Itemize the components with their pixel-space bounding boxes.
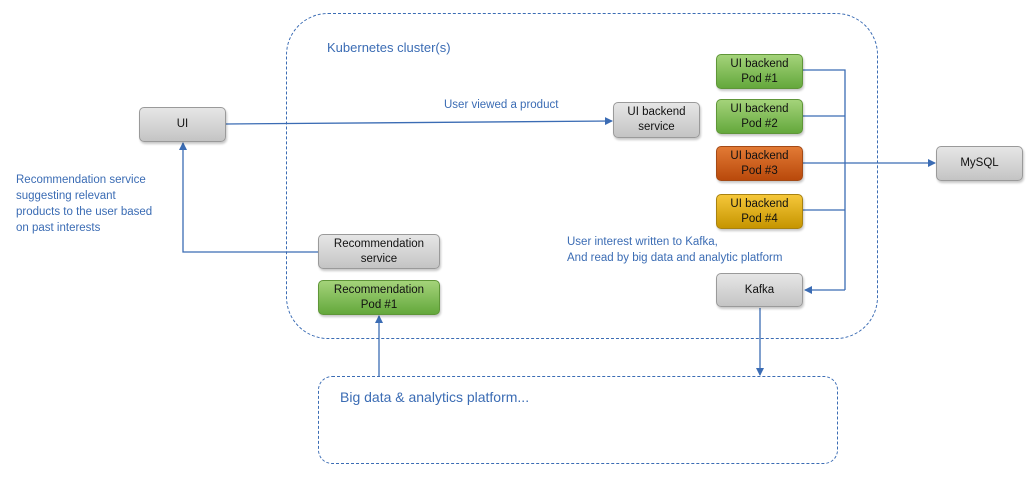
kafka-node: Kafka: [716, 273, 803, 307]
line-pod1-to-bus: [803, 69, 846, 290]
arrow-ui-to-backend-service: [225, 117, 613, 126]
recommendation-service-note: Recommendation service suggesting releva…: [16, 174, 153, 234]
ui-node: UI: [139, 107, 226, 142]
kubernetes-cluster-title: Kubernetes cluster(s): [327, 40, 451, 55]
ui-backend-pod-1: UI backend Pod #1: [716, 54, 803, 89]
ui-backend-pod-4: UI backend Pod #4: [716, 194, 803, 229]
mysql-node: MySQL: [936, 146, 1023, 181]
big-data-platform-region: [318, 376, 838, 464]
big-data-platform-title: Big data & analytics platform...: [340, 389, 530, 405]
ui-backend-pod-2: UI backend Pod #2: [716, 99, 803, 134]
ui-backend-service-node: UI backend service: [613, 102, 700, 138]
recommendation-pod-node: Recommendation Pod #1: [318, 280, 440, 315]
user-viewed-product-label: User viewed a product: [444, 99, 559, 111]
kubernetes-cluster-region: [286, 13, 878, 339]
recommendation-service-node: Recommendation service: [318, 234, 440, 269]
arrow-recommendation-to-ui: [179, 142, 318, 253]
ui-backend-pod-3: UI backend Pod #3: [716, 146, 803, 181]
kafka-interest-note: User interest written to Kafka, And read…: [567, 236, 783, 264]
